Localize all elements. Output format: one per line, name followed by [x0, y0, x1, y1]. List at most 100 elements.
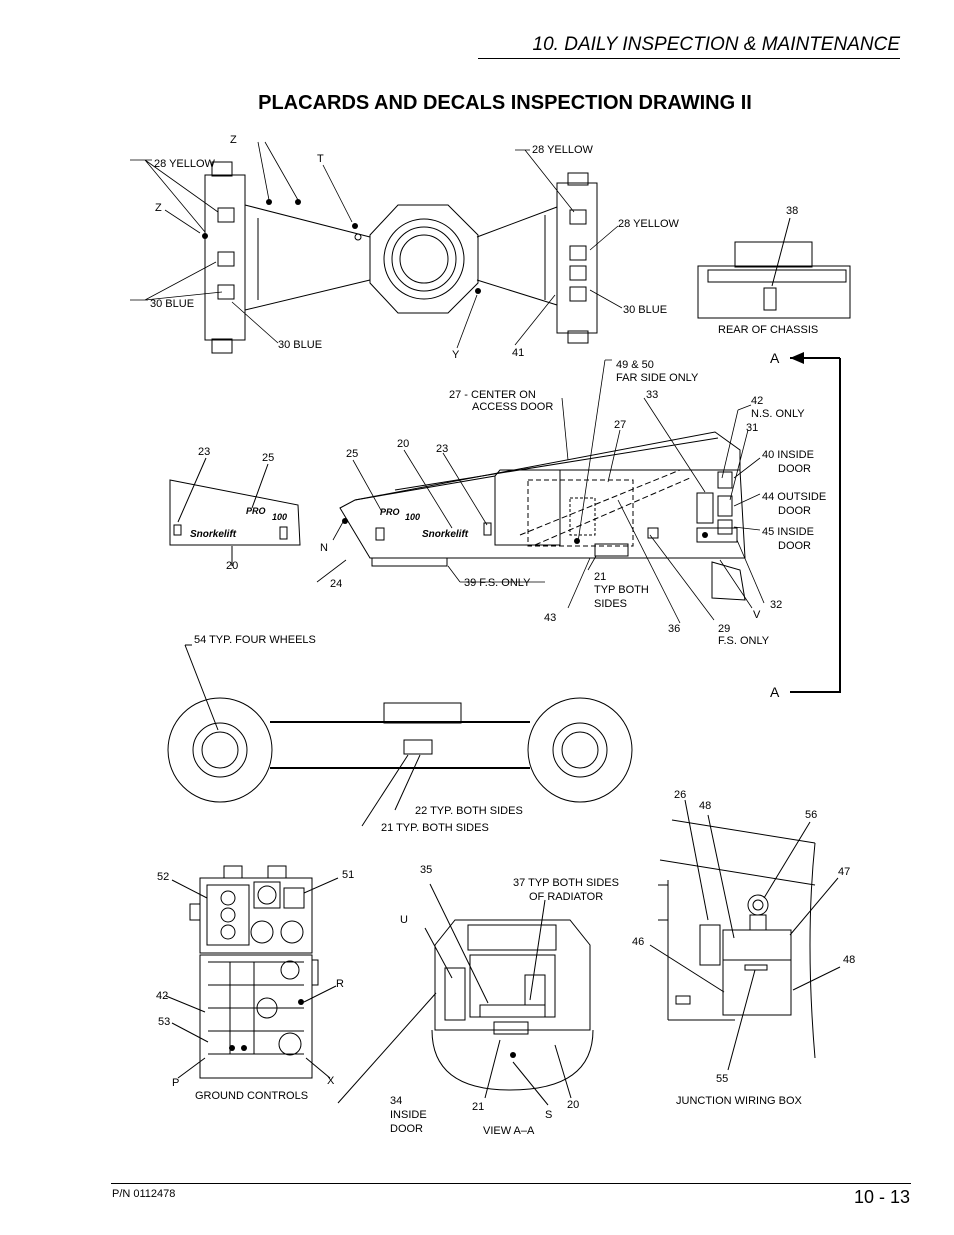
label-30-blue: 30 BLUE	[623, 304, 667, 316]
marker-dot	[298, 999, 304, 1005]
label-23: 23	[436, 443, 448, 455]
footer-rule	[111, 1183, 911, 1184]
marker-dot	[229, 1045, 235, 1051]
label-21-typ-both-sides: 21 TYP. BOTH SIDES	[381, 822, 489, 834]
label-28-yellow: 28 YELLOW	[532, 144, 594, 156]
label-x: X	[327, 1075, 335, 1087]
label-z: Z	[155, 202, 162, 214]
label-door: DOOR	[390, 1123, 423, 1135]
ground-controls-markers	[229, 999, 304, 1051]
label-56: 56	[805, 809, 817, 821]
label-ns-only: N.S. ONLY	[751, 408, 805, 420]
label-20: 20	[397, 438, 409, 450]
label-49-50: 49 & 50	[616, 359, 654, 371]
label-21: 21	[594, 571, 606, 583]
part-number: P/N 0112478	[112, 1188, 176, 1200]
label-38: 38	[786, 205, 798, 217]
label-43: 43	[544, 612, 556, 624]
section-header: 10. DAILY INSPECTION & MAINTENANCE	[478, 34, 900, 59]
label-44-outside: 44 OUTSIDE	[762, 491, 826, 503]
top-view-leaders	[130, 141, 623, 349]
wheels-view	[167, 644, 633, 827]
label-22-typ-both-sides: 22 TYP. BOTH SIDES	[415, 805, 523, 817]
machine-side-view	[339, 431, 746, 601]
label-45-inside: 45 INSIDE	[762, 526, 814, 538]
side-view-labels: 49 & 50 FAR SIDE ONLY 27 - CENTER ON ACC…	[320, 359, 826, 647]
label-55: 55	[716, 1073, 728, 1085]
label-far-side-only: FAR SIDE ONLY	[616, 372, 699, 384]
placard-label-25: 25	[262, 452, 274, 464]
label-33: 33	[646, 389, 658, 401]
label-20: 20	[567, 1099, 579, 1111]
label-52: 52	[157, 871, 169, 883]
label-28-yellow: 28 YELLOW	[618, 218, 680, 230]
rear-of-chassis-caption: REAR OF CHASSIS	[718, 324, 818, 336]
label-door: DOOR	[778, 463, 811, 475]
label-z: Z	[230, 134, 237, 146]
label-fs-only: F.S. ONLY	[718, 635, 770, 647]
section-label-a: A	[770, 684, 780, 700]
label-48: 48	[843, 954, 855, 966]
marker-dot	[510, 1052, 516, 1058]
label-47: 47	[838, 866, 850, 878]
label-door: DOOR	[778, 505, 811, 517]
marker-dot	[574, 538, 580, 544]
label-29: 29	[718, 623, 730, 635]
marker-dot	[202, 233, 208, 239]
label-37-typ-both-sides: 37 TYP BOTH SIDES	[513, 877, 619, 889]
view-a-a-caption: VIEW A–A	[483, 1125, 535, 1137]
label-42: 42	[751, 395, 763, 407]
label-inside: INSIDE	[390, 1109, 427, 1121]
label-p: P	[172, 1077, 179, 1089]
marker-dot	[702, 532, 708, 538]
label-36: 36	[668, 623, 680, 635]
label-40-inside: 40 INSIDE	[762, 449, 814, 461]
label-28-yellow: 28 YELLOW	[154, 158, 216, 170]
junction-box-labels: 26 48 56 47 46 48 55 JUNCTION WIRING BOX	[632, 789, 855, 1107]
machine-pro-100: 100	[405, 512, 420, 522]
marker-dot	[266, 199, 272, 205]
label-31: 31	[746, 422, 758, 434]
label-27: 27	[614, 419, 626, 431]
page-title: PLACARDS AND DECALS INSPECTION DRAWING I…	[258, 92, 752, 114]
label-s: S	[545, 1109, 552, 1121]
label-32: 32	[770, 599, 782, 611]
label-30-blue: 30 BLUE	[278, 339, 322, 351]
side-view-leaders	[316, 359, 765, 624]
marker-dot	[295, 199, 301, 205]
label-35: 35	[420, 864, 432, 876]
placard-logo: Snorkelift	[190, 529, 237, 540]
label-typ-both: TYP BOTH	[594, 584, 649, 596]
label-u: U	[400, 914, 408, 926]
label-access-door: ACCESS DOOR	[472, 401, 553, 413]
label-t: T	[317, 153, 324, 165]
label-r: R	[336, 978, 344, 990]
label-sides: SIDES	[594, 598, 627, 610]
inset-placard	[169, 457, 301, 566]
view-a-a	[337, 883, 594, 1106]
placard-label-20: 20	[226, 560, 238, 572]
machine-logo: Snorkelift	[422, 529, 469, 540]
ground-controls-labels: 52 51 42 53 R P X GROUND CONTROLS	[156, 869, 354, 1102]
label-34: 34	[390, 1095, 402, 1107]
label-39-fs-only: 39 F.S. ONLY	[464, 577, 531, 589]
label-54-typ-four-wheels: 54 TYP. FOUR WHEELS	[194, 634, 316, 646]
marker-dot	[475, 288, 481, 294]
junction-wiring-box	[649, 799, 841, 1071]
ground-controls-panel	[165, 865, 339, 1079]
label-n: N	[320, 542, 328, 554]
marker-dot	[241, 1045, 247, 1051]
label-door: DOOR	[778, 540, 811, 552]
label-46: 46	[632, 936, 644, 948]
top-view-markers	[202, 199, 481, 294]
side-view-markers	[342, 518, 708, 544]
section-arrow-a	[790, 352, 841, 693]
marker-dot	[342, 518, 348, 524]
label-30-blue: 30 BLUE	[150, 298, 194, 310]
top-view-labels: 28 YELLOW Z T 28 YELLOW 28 YELLOW Z 30 B…	[150, 134, 680, 361]
chassis-top-view	[204, 161, 598, 354]
label-51: 51	[342, 869, 354, 881]
ground-controls-caption: GROUND CONTROLS	[195, 1090, 308, 1102]
label-of-radiator: OF RADIATOR	[529, 891, 603, 903]
